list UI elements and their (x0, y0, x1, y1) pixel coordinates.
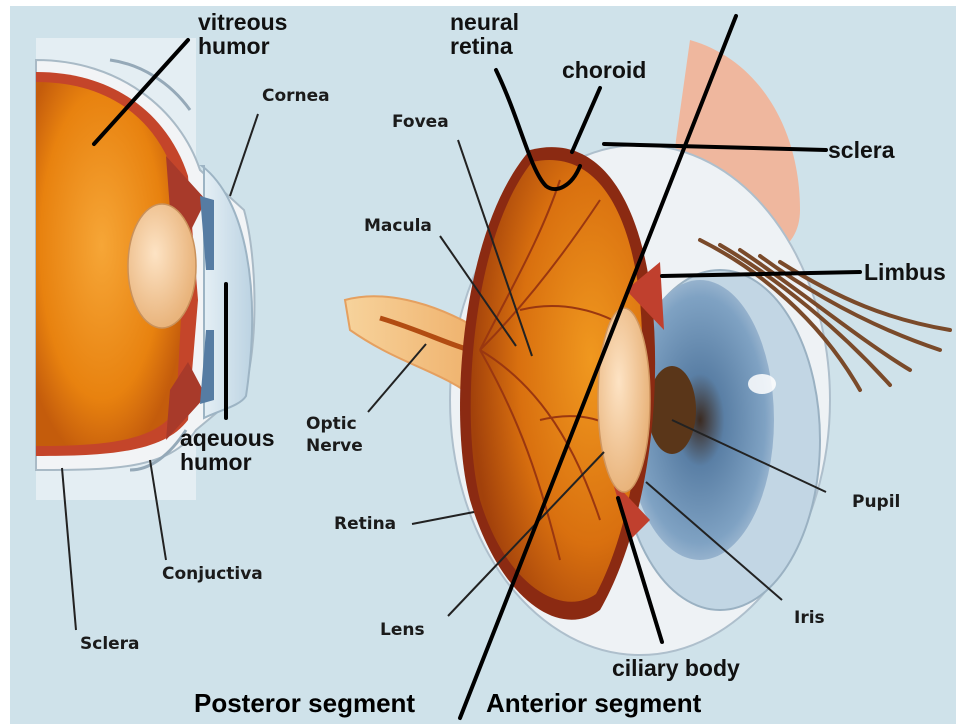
label-macula: Macula (364, 218, 432, 236)
label-lens: Lens (380, 622, 425, 640)
label-optic-nerve-line-2: Nerve (306, 438, 363, 456)
label-aqueous-humor: aqeuous humor (180, 426, 275, 474)
label-neural-retina: neural retina (450, 10, 519, 58)
label-neural-retina-line-2: retina (450, 34, 519, 58)
label-fovea: Fovea (392, 114, 449, 132)
label-limbus: Limbus (864, 260, 946, 284)
label-sclera-left: Sclera (80, 636, 140, 654)
label-vitreous-humor-line-2: humor (198, 34, 287, 58)
label-anterior-segment: Anterior segment (486, 690, 701, 717)
label-vitreous-humor: vitreous humor (198, 10, 287, 58)
right-pupil-shape (648, 366, 696, 454)
label-choroid: choroid (562, 58, 646, 82)
label-neural-retina-line-1: neural (450, 10, 519, 34)
label-aqueous-humor-line-2: humor (180, 450, 275, 474)
label-cornea: Cornea (262, 88, 330, 106)
left-lens-shape (128, 204, 196, 328)
cornea-highlight (748, 374, 776, 394)
label-vitreous-humor-line-1: vitreous (198, 10, 287, 34)
label-pupil: Pupil (852, 494, 900, 512)
label-posterior-segment: Posteror segment (194, 690, 415, 717)
label-sclera-right: sclera (828, 138, 895, 162)
label-aqueous-humor-line-1: aqeuous (180, 426, 275, 450)
label-conjunctiva: Conjuctiva (162, 566, 263, 584)
label-iris: Iris (794, 610, 825, 628)
label-optic-nerve: Optic Nerve (306, 416, 363, 456)
label-optic-nerve-line-1: Optic (306, 416, 363, 434)
label-ciliary-body: ciliary body (612, 656, 740, 680)
right-lens-shape (598, 308, 650, 492)
label-retina: Retina (334, 516, 396, 534)
